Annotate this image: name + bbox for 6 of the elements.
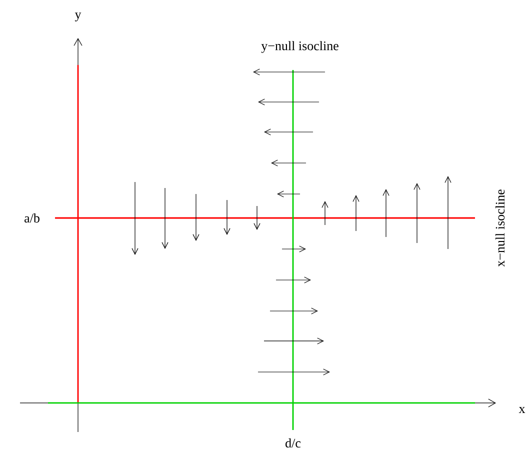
- axis-label: y−null isocline: [261, 41, 338, 53]
- axis-label: x: [518, 407, 526, 413]
- axis-label: d/c: [286, 438, 301, 448]
- axis-label: a/b: [24, 213, 40, 223]
- axis-label: y: [74, 12, 82, 22]
- axis-label: x−null isocline: [495, 190, 505, 267]
